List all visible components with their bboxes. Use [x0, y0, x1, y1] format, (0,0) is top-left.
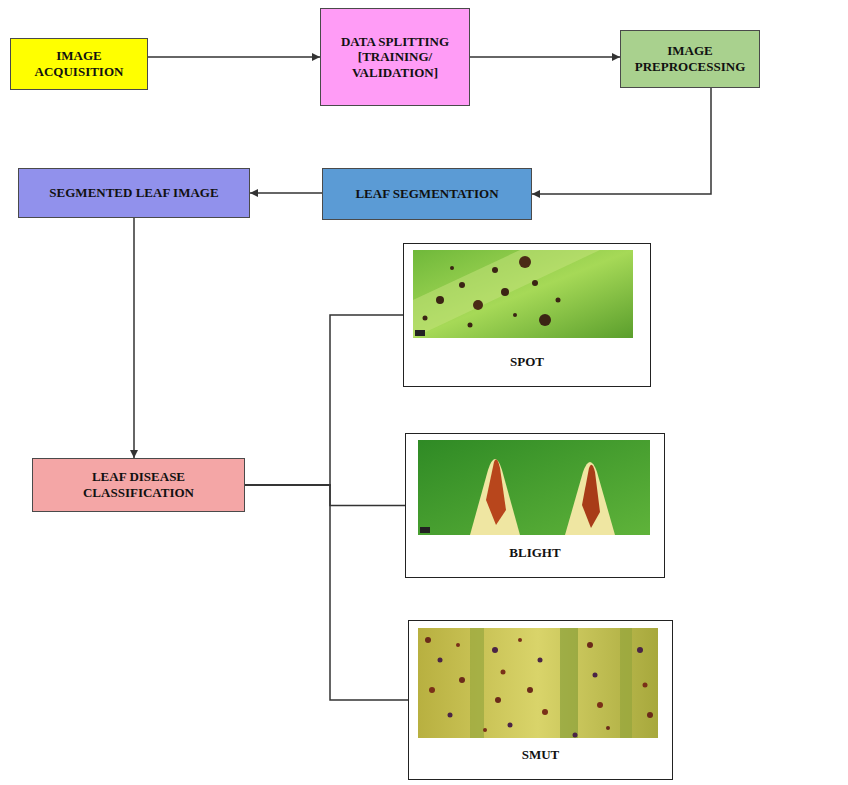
- node-label: IMAGE PREPROCESSING: [629, 43, 751, 74]
- smut-photo: [418, 628, 658, 738]
- connector: [470, 56, 620, 58]
- connector: [245, 485, 408, 700]
- node-label: SEGMENTED LEAF IMAGE: [49, 185, 218, 201]
- spot-photo: [413, 250, 633, 338]
- process-box: SEGMENTED LEAF IMAGE: [18, 168, 250, 218]
- connector: [532, 88, 711, 194]
- node-label: LEAF DISEASE CLASSIFICATION: [41, 469, 236, 500]
- node-label: SPOT: [510, 354, 544, 370]
- connector: [245, 485, 405, 506]
- node-label: LEAF SEGMENTATION: [355, 186, 498, 202]
- photo-box: SPOT: [403, 243, 651, 387]
- process-box: IMAGE PREPROCESSING: [620, 30, 760, 88]
- photo-box: BLIGHT: [405, 433, 665, 578]
- photo-box: SMUT: [408, 620, 673, 780]
- node-label: BLIGHT: [509, 545, 560, 561]
- process-box: LEAF DISEASE CLASSIFICATION: [32, 458, 245, 512]
- connector: [245, 315, 403, 485]
- node-label: SMUT: [522, 747, 560, 763]
- node-label: DATA SPLITTING [TRAINING/ VALIDATION]: [329, 34, 461, 81]
- blight-photo: [418, 440, 650, 535]
- node-label: IMAGE ACQUISITION: [19, 48, 139, 79]
- process-box: LEAF SEGMENTATION: [322, 168, 532, 220]
- connector: [133, 218, 135, 458]
- process-box: DATA SPLITTING [TRAINING/ VALIDATION]: [320, 8, 470, 106]
- connector: [148, 56, 320, 58]
- process-box: IMAGE ACQUISITION: [10, 38, 148, 90]
- connector: [250, 192, 322, 194]
